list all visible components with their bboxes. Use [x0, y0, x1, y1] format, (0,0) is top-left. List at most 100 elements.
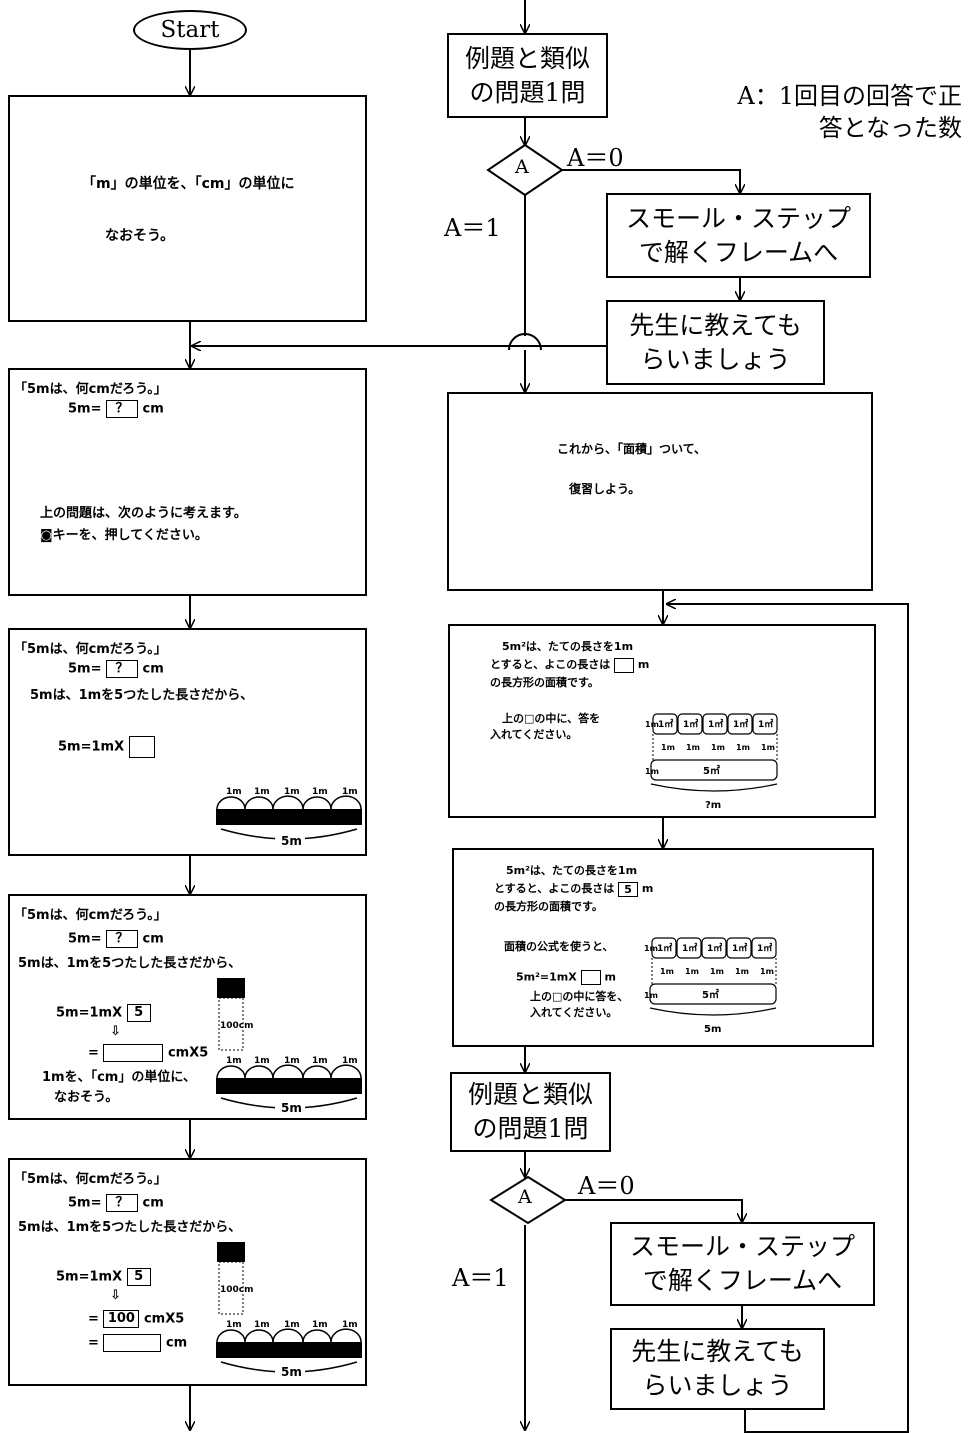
- s3-eq2-box[interactable]: [129, 736, 155, 758]
- s5-line: 5mは、1mを5つたした長さだから、: [18, 1216, 241, 1235]
- s8-area-label: 5㎡: [702, 988, 719, 1001]
- s8-side-label: 1m: [644, 944, 658, 953]
- left-screen-3: 「5mは、何cmだろう。」 5m= ？ cm 5mは、1mを5つたした長さだから…: [8, 628, 367, 856]
- arrow-dec2-small2: [562, 1200, 742, 1222]
- s3-eq-lhs: 5m=: [68, 662, 101, 677]
- svg-text:1㎡: 1㎡: [758, 718, 773, 730]
- svg-text:1m: 1m: [660, 967, 674, 976]
- svg-text:1㎡: 1㎡: [733, 718, 748, 730]
- example-problem-box-2: 例題と類似の問題1問: [450, 1072, 611, 1152]
- right-screen-8: 5m²は、たての長さを1m とすると、よこの長さは 5 m の長方形の面積です。…: [452, 848, 874, 1047]
- s3-ruler-label: 5m: [281, 834, 302, 848]
- teacher-label-1: 先生に教えてもらいましょう: [624, 309, 807, 377]
- svg-text:1m: 1m: [761, 743, 775, 752]
- s3-equation: 5m= ？ cm: [68, 660, 164, 678]
- s5-eq3-text: cmX5: [144, 1312, 184, 1327]
- svg-text:1m: 1m: [342, 787, 358, 797]
- s7-l2-unit: m: [638, 658, 649, 671]
- svg-text:1㎡: 1㎡: [732, 942, 747, 954]
- s4-note2: なおそう。: [54, 1086, 118, 1105]
- s4-eq2-box[interactable]: 5: [127, 1004, 151, 1022]
- s8-l2-text: とすると、よこの長さは: [494, 882, 614, 895]
- svg-text:1m: 1m: [284, 787, 300, 797]
- s7-l1: 5m²は、たての長さを1m: [502, 638, 633, 654]
- svg-text:1m: 1m: [735, 967, 749, 976]
- branch-a0-label-1: A＝0: [567, 138, 624, 173]
- left-screen-4: 「5mは、何cmだろう。」 5m= ？ cm 5mは、1mを5つたした長さだから…: [8, 894, 367, 1120]
- s8-l5: 5m²=1mX m: [516, 970, 616, 985]
- s5-eq3-box[interactable]: 100: [103, 1310, 139, 1328]
- s8-answer-box[interactable]: 5: [618, 882, 638, 897]
- s5-equation: 5m= ？ cm: [68, 1194, 164, 1212]
- svg-text:1m: 1m: [254, 1056, 270, 1066]
- svg-text:1㎡: 1㎡: [657, 942, 672, 954]
- s8-l4: 面積の公式を使うと、: [504, 938, 614, 954]
- left-screen-2: 「5mは、何cmだろう。」 5m= ？ cm 上の問題は、次のように考えます。 …: [8, 368, 367, 596]
- s7-l5: 入れてください。: [490, 726, 577, 742]
- s4-eq-lhs: 5m=: [68, 932, 101, 947]
- s5-tube-label: 100cm: [220, 1285, 254, 1295]
- svg-text:1m: 1m: [312, 1320, 328, 1330]
- s5-eq4-box[interactable]: [103, 1334, 161, 1352]
- s8-l7: 入れてください。: [530, 1004, 617, 1020]
- s3-seg-labels: 1m1m1m 1m1m: [226, 787, 358, 797]
- start-terminal: Start: [133, 10, 247, 50]
- s5-eq4-text: cm: [166, 1336, 187, 1351]
- svg-text:1m: 1m: [284, 1320, 300, 1330]
- s5-eq4: = cm: [88, 1334, 187, 1352]
- s5-ruler-label: 5m: [281, 1365, 302, 1379]
- s7-l4: 上の□の中に、答を: [502, 710, 600, 726]
- s2-note1: 上の問題は、次のように考えます。: [40, 502, 247, 521]
- s3-segment-arcs: [217, 796, 361, 809]
- s7-side-label-2: 1m: [645, 767, 659, 776]
- s8-formula-box[interactable]: [581, 970, 601, 985]
- branch-a1-label-1: A＝1: [444, 208, 501, 243]
- svg-text:1m: 1m: [284, 1056, 300, 1066]
- small-step-box-1: スモール・ステップで解くフレームへ: [606, 193, 871, 278]
- s3-answer-box[interactable]: ？: [106, 660, 138, 678]
- s8-l2: とすると、よこの長さは 5 m: [494, 880, 653, 897]
- s8-l1: 5m²は、たての長さを1m: [506, 862, 637, 878]
- s8-l2-unit: m: [642, 882, 653, 895]
- s3-ruler-bar: [216, 809, 362, 825]
- s5-arrow: ⇩: [110, 1288, 121, 1303]
- s3-eq-unit: cm: [143, 662, 164, 677]
- s4-arrow: ⇩: [110, 1024, 121, 1039]
- s8-bottom-label: 5m: [704, 1024, 721, 1035]
- s5-tube-cap: [217, 1242, 245, 1262]
- s7-bottom-label: ?m: [705, 800, 721, 811]
- s4-eq2-text: 5m=1mX: [56, 1006, 122, 1021]
- svg-text:1m: 1m: [226, 787, 242, 797]
- svg-text:1㎡: 1㎡: [682, 942, 697, 954]
- teacher-box-2: 先生に教えてもらいましょう: [610, 1328, 825, 1410]
- svg-text:1m: 1m: [661, 743, 675, 752]
- s5-eq2-text: 5m=1mX: [56, 1270, 122, 1285]
- s2-eq-lhs: 5m=: [68, 402, 101, 417]
- svg-text:1m: 1m: [711, 743, 725, 752]
- s4-eq3-box[interactable]: [103, 1044, 163, 1062]
- svg-text:1㎡: 1㎡: [683, 718, 698, 730]
- s4-note1: 1mを、「cm」の単位に、: [42, 1066, 196, 1085]
- svg-text:1㎡: 1㎡: [707, 942, 722, 954]
- svg-text:1m: 1m: [685, 967, 699, 976]
- svg-text:1m: 1m: [226, 1056, 242, 1066]
- s2-answer-box[interactable]: ？: [106, 400, 138, 418]
- s4-answer-box[interactable]: ？: [106, 930, 138, 948]
- s7-answer-box[interactable]: [614, 658, 634, 673]
- s4-eq2: 5m=1mX 5: [56, 1004, 151, 1022]
- s3-ruler-figure: 1m1m1m 1m1m 5m: [215, 775, 363, 850]
- left-screen-5: 「5mは、何cmだろう。」 5m= ？ cm 5mは、1mを5つたした長さだから…: [8, 1158, 367, 1386]
- s3-question: 「5mは、何cmだろう。」: [14, 638, 167, 657]
- s7-l2-text: とすると、よこの長さは: [490, 658, 610, 671]
- s7-side-label: 1m: [645, 720, 659, 729]
- s1-line1: 「m」の単位を、「cm」の単位に: [82, 173, 294, 193]
- s5-eq3: = 100 cmX5: [88, 1310, 184, 1328]
- s5-answer-box[interactable]: ？: [106, 1194, 138, 1212]
- s5-eq2-box[interactable]: 5: [127, 1268, 151, 1286]
- s5-eq-unit: cm: [143, 1196, 164, 1211]
- left-screen-1: 「m」の単位を、「cm」の単位に なおそう。: [8, 95, 367, 322]
- s4-eq-unit: cm: [143, 932, 164, 947]
- s4-ruler-bar: [216, 1078, 362, 1094]
